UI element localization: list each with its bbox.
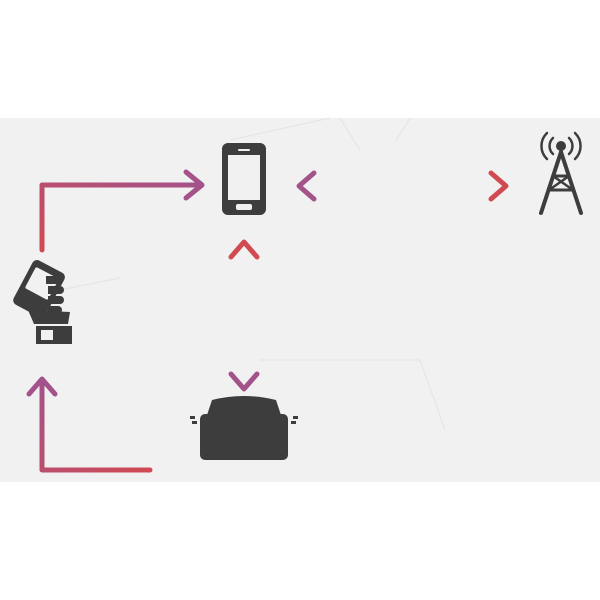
- connection-smartphone-printer: [228, 239, 260, 392]
- background-decoration: [59, 117, 446, 431]
- connection-printer-to-scanner: [26, 376, 153, 473]
- cell-tower-icon: [539, 131, 583, 215]
- smartphone-icon: [222, 143, 266, 215]
- connection-scanner-to-smartphone: [39, 169, 205, 253]
- connection-smartphone-cell-tower: [296, 170, 509, 202]
- handheld-scanner-icon: [13, 260, 72, 344]
- printer-icon: [190, 396, 298, 460]
